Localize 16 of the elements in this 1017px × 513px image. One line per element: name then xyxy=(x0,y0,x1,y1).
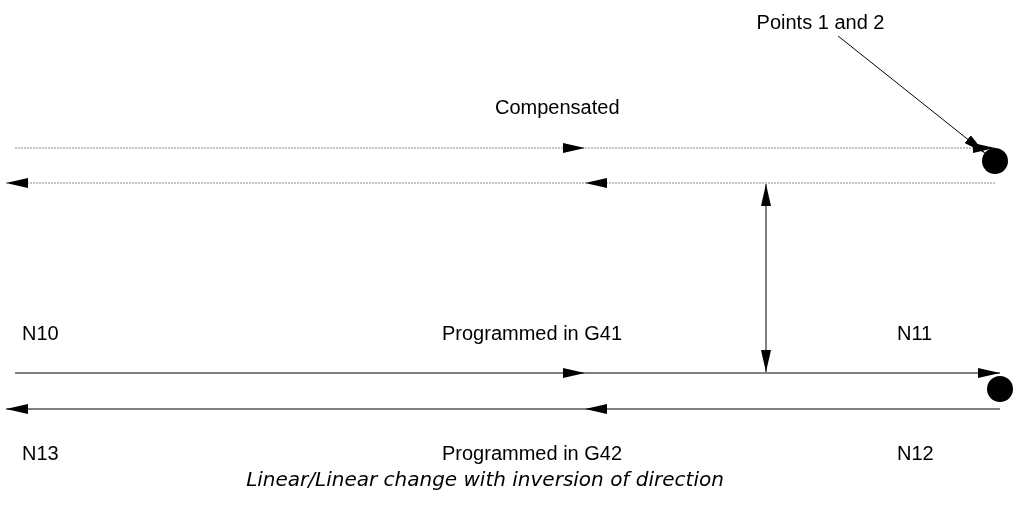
arrow xyxy=(5,404,1001,414)
path-label: N10 xyxy=(22,321,59,346)
path-label: N12 xyxy=(897,441,934,466)
point-marker xyxy=(987,376,1013,402)
caption: Linear/Linear change with inversion of direction xyxy=(245,466,725,492)
path-label: N11 xyxy=(897,321,933,346)
arrow xyxy=(14,143,996,153)
arrow xyxy=(837,35,986,154)
point-label: Points 1 and 2 xyxy=(728,8,913,36)
path-label: Programmed in G41 xyxy=(442,321,623,346)
path-label: Compensated xyxy=(495,95,620,120)
arrow xyxy=(14,368,1001,378)
point-marker xyxy=(982,148,1008,174)
path-label: Programmed in G42 xyxy=(442,441,623,466)
path-label: N13 xyxy=(22,441,59,466)
arrow xyxy=(5,178,996,188)
